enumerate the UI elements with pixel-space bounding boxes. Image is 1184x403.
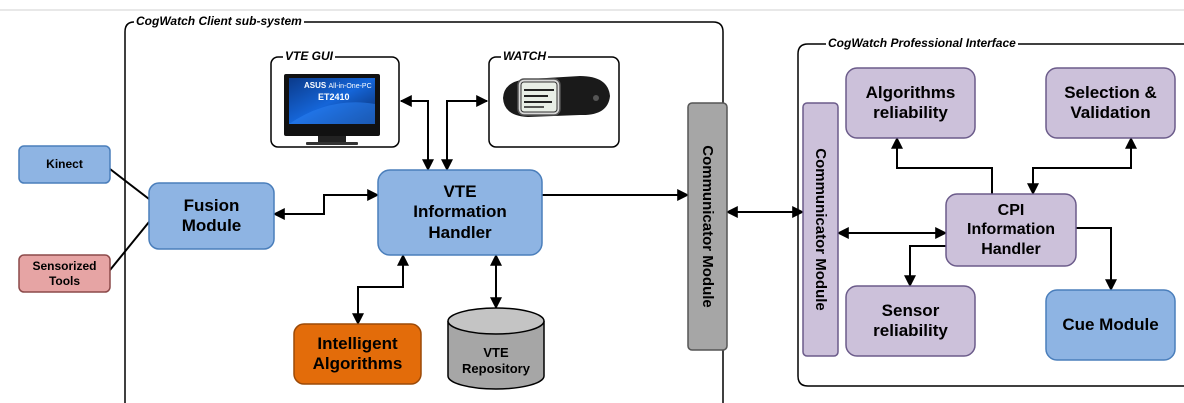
boxes — [18, 67, 1176, 390]
communicator-module-professional: Communicator Module — [812, 148, 830, 311]
selection-box-shape — [1045, 67, 1176, 139]
kinect-to-fusion-line — [109, 168, 150, 200]
fusion-box-shape — [148, 182, 275, 250]
professional-interface-title: CogWatch Professional Interface — [826, 36, 1018, 50]
selection-validation-box: Selection & Validation — [1064, 82, 1157, 122]
communicator-module-client: Communicator Module — [699, 145, 717, 308]
client-subsystem-frame — [124, 21, 724, 403]
fusion-module-box: Fusion Module — [181, 195, 242, 235]
intelligent-algorithms-box: Intelligent Algorithms — [312, 333, 403, 373]
cpi-to-cue-arrow — [1076, 227, 1117, 292]
sensorized-tools-box: Sensorized Tools — [32, 259, 97, 288]
cpi-selection-arrow — [1027, 136, 1137, 196]
watch-title: WATCH — [501, 49, 549, 63]
algorithms-reliability-box: Algorithms reliability — [865, 82, 956, 122]
vte-intelligent-arrow — [352, 253, 409, 326]
kinect-box: Kinect — [46, 157, 83, 172]
vtegui-vte-arrow — [399, 95, 434, 172]
tools-box-shape — [18, 254, 111, 293]
monitor-brand: ASUS All-in-One-PC — [304, 81, 372, 90]
tools-to-fusion-line — [109, 221, 150, 271]
cue-module-box: Cue Module — [1062, 314, 1159, 334]
cue-box-shape — [1045, 289, 1176, 361]
cpi-box-shape — [945, 193, 1077, 267]
monitor-model: ET2410 — [318, 92, 350, 102]
vte-gui-title: VTE GUI — [283, 49, 336, 63]
repository-cylinder-shape — [447, 321, 545, 390]
intelligent-box-shape — [293, 323, 422, 385]
sensor-reliability-box: Sensor reliability — [873, 300, 948, 340]
vte-information-handler-box: VTE Information Handler — [413, 181, 507, 242]
algorithms-box-shape — [845, 67, 976, 139]
client-subsystem-title: CogWatch Client sub-system — [134, 14, 304, 28]
communicator1-shape — [687, 102, 728, 351]
all-in-one-pc-image — [284, 74, 380, 145]
cpi-to-algorithms-arrow — [891, 136, 993, 194]
sensor-box-shape — [845, 285, 976, 357]
watch-vte-arrow — [441, 95, 489, 172]
cpi-to-sensor-arrow — [904, 245, 946, 288]
vte-box-shape — [377, 169, 543, 256]
vte-repository-cylinder: VTE Repository — [462, 345, 530, 376]
communicator2-shape — [802, 102, 839, 357]
connectors — [109, 95, 1137, 326]
kinect-box-shape — [18, 145, 111, 184]
cpi-information-handler-box: CPI Information Handler — [967, 202, 1055, 258]
fusion-vte-arrow — [272, 189, 380, 220]
watch-image — [503, 76, 610, 117]
